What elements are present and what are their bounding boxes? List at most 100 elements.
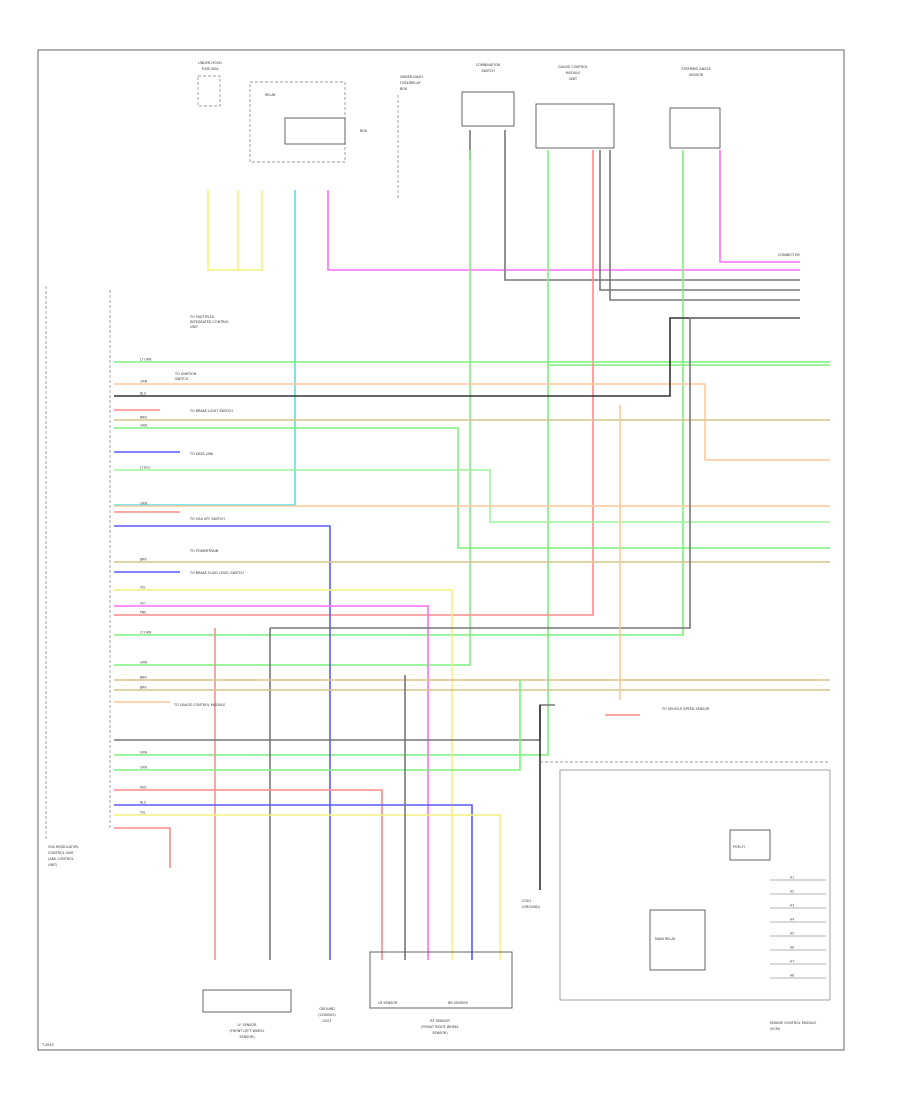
- wire-blue-4: [114, 804, 473, 960]
- rear-caption-2: (CHASSIS): [318, 1013, 336, 1017]
- unit-label-1: VSA MODULATOR-: [48, 845, 80, 849]
- ecm-pin-label: A6: [790, 946, 794, 950]
- gauge-label-3: UNIT: [569, 77, 578, 81]
- ecm-pin-label: A8: [790, 974, 794, 978]
- wire-green-4: [114, 680, 521, 771]
- dest-powertrain: TO POWERTRAIN: [189, 549, 219, 553]
- lf-sensor-label-3: SENSOR): [239, 1035, 255, 1039]
- wire-color-label: VIO: [140, 602, 146, 606]
- connector-label: CONNECTOR: [778, 253, 800, 257]
- g201-label: G201: [322, 1019, 331, 1023]
- ecm-outline: [559, 769, 831, 1001]
- gauge-body: [535, 103, 615, 149]
- unit-label-2: CONTROL UNIT: [48, 851, 75, 855]
- wire-cyan-relay: [114, 190, 296, 506]
- ecm-label-1: ENGINE CONTROL MODULE: [770, 1021, 816, 1025]
- right-connector: CONNECTOR: [778, 253, 800, 257]
- wire-black-bus-2: [599, 150, 800, 291]
- dash-fuse-label-3: BOX: [400, 87, 408, 91]
- relay-coil: [284, 117, 346, 145]
- ecm-pin-label: A3: [790, 904, 794, 908]
- dest-vss: TO VEHICLE SPEED SENSOR: [661, 707, 710, 711]
- lf-sensor-label-2: (FRONT LEFT WHEEL: [229, 1029, 264, 1033]
- g301-label-2: (GROUND): [522, 905, 541, 909]
- wire-purple-1: [114, 605, 429, 960]
- vsa-control-unit: VSA MODULATOR- CONTROL UNIT (ABS CONTROL…: [45, 286, 111, 867]
- rf-sensor-label-3: SENSOR): [432, 1031, 448, 1035]
- ecm-label-2: (ECM): [770, 1027, 781, 1031]
- relay-box-label-2: BOX: [360, 129, 368, 133]
- lf-sensor-body: [202, 989, 292, 1013]
- dest-multiplex-3: UNIT: [190, 325, 199, 329]
- wire-pink-gauge: [114, 150, 594, 616]
- g301-label-1: G301: [522, 899, 531, 903]
- wire-gray-3: [114, 704, 555, 741]
- dest-ignition-1: TO IGNITION: [174, 372, 197, 376]
- ecm-main-relay: [649, 909, 706, 971]
- combination-switch: COMBINATION SWITCH: [461, 63, 515, 127]
- wire-color-label: PNK: [140, 611, 147, 615]
- wire-color-label: ORN: [140, 502, 148, 506]
- wire-black-bus-3: [609, 150, 800, 301]
- fuse-box-body: [197, 75, 221, 107]
- rf-sensor-label-1: RF SENSOR: [430, 1019, 450, 1023]
- ecm-pin-label: A1: [790, 876, 794, 880]
- engine-control-module: MAIN RELAY PGM-FI ENGINE CONTROL MODULE …: [540, 761, 831, 1031]
- wire-green-combo: [114, 150, 471, 666]
- dest-brake-fluid: TO BRAKE FLUID LEVEL SWITCH: [189, 571, 244, 575]
- wire-color-label: BRN: [140, 558, 147, 562]
- relay-box: RELAY BOX: [249, 81, 368, 163]
- steering-label-1: STEERING ANGLE: [681, 67, 711, 71]
- wire-yellow-feed-1: [207, 190, 263, 271]
- ecm-pin-label: A7: [790, 960, 794, 964]
- rear-caption-1: GROUND: [319, 1007, 335, 1011]
- dest-ignition-2: SWITCH: [175, 377, 189, 381]
- dest-data-link: TO DATA LINK: [189, 452, 214, 456]
- dest-vsa-off: TO VSA OFF SWITCH: [189, 517, 225, 521]
- dash-fuse-label-2: FUSE/RELAY: [400, 81, 421, 85]
- wire-color-label: BRN: [140, 686, 147, 690]
- wire-color-label: BLU: [140, 801, 147, 805]
- combo-body: [461, 91, 515, 127]
- combo-label-2: SWITCH: [481, 69, 495, 73]
- steering-label-2: SENSOR: [689, 73, 704, 77]
- ecm-pgmfi: [729, 829, 771, 861]
- steering-body: [669, 107, 721, 149]
- wire-magenta-bus: [327, 190, 800, 271]
- gauge-label-1: GAUGE CONTROL: [558, 65, 588, 69]
- ecm-pin-label: A5: [790, 932, 794, 936]
- rear-caption: GROUND (CHASSIS) G201: [318, 1007, 336, 1023]
- wire-color-label: YEL: [140, 811, 146, 815]
- wire-blue-2: [114, 525, 331, 960]
- dash-fuse-label-1: UNDER-DASH: [400, 75, 423, 79]
- ecm-pgmfi-label: PGM-FI: [733, 845, 745, 849]
- wire-color-label: BRN: [140, 676, 147, 680]
- lf-sensor: LF SENSOR (FRONT LEFT WHEEL SENSOR): [202, 989, 292, 1039]
- rf-sensor-body: [369, 951, 513, 1009]
- wire-color-label: BRN: [140, 416, 147, 420]
- lf-sensor-label-1: LF SENSOR: [238, 1023, 258, 1027]
- unit-label-4: UNIT): [48, 863, 58, 867]
- wire-gray-1: [270, 317, 800, 629]
- wire-color-label: YEL: [140, 586, 146, 590]
- rear-sensor-left: LR SENSOR: [378, 1001, 398, 1005]
- wire-yellow-3: [114, 814, 501, 960]
- wire-color-label: BLU: [140, 392, 147, 396]
- ecm-pin-label: A4: [790, 918, 794, 922]
- diagram-frame: [37, 49, 845, 1051]
- wire-pink-3: [114, 789, 383, 960]
- fuse-box-label-2: FUSE BOX: [202, 67, 220, 71]
- relay-box-label-1: RELAY: [265, 93, 277, 97]
- wire-magenta-right: [719, 150, 800, 263]
- dest-gauge: TO GAUGE CONTROL MODULE: [173, 703, 225, 707]
- wire-green-2: [114, 427, 830, 549]
- wire-color-label: LT BLU: [140, 466, 151, 470]
- rf-sensor-label-2: (FRONT RIGHT WHEEL: [421, 1025, 459, 1029]
- ground-g301: G301 (GROUND): [522, 899, 541, 909]
- wire-color-label: GRN: [140, 661, 148, 665]
- under-hood-fuse-box: UNDER-HOOD FUSE BOX: [197, 61, 222, 107]
- diagram-id: T-2045: [41, 1043, 54, 1047]
- wire-yellow-2: [114, 589, 453, 960]
